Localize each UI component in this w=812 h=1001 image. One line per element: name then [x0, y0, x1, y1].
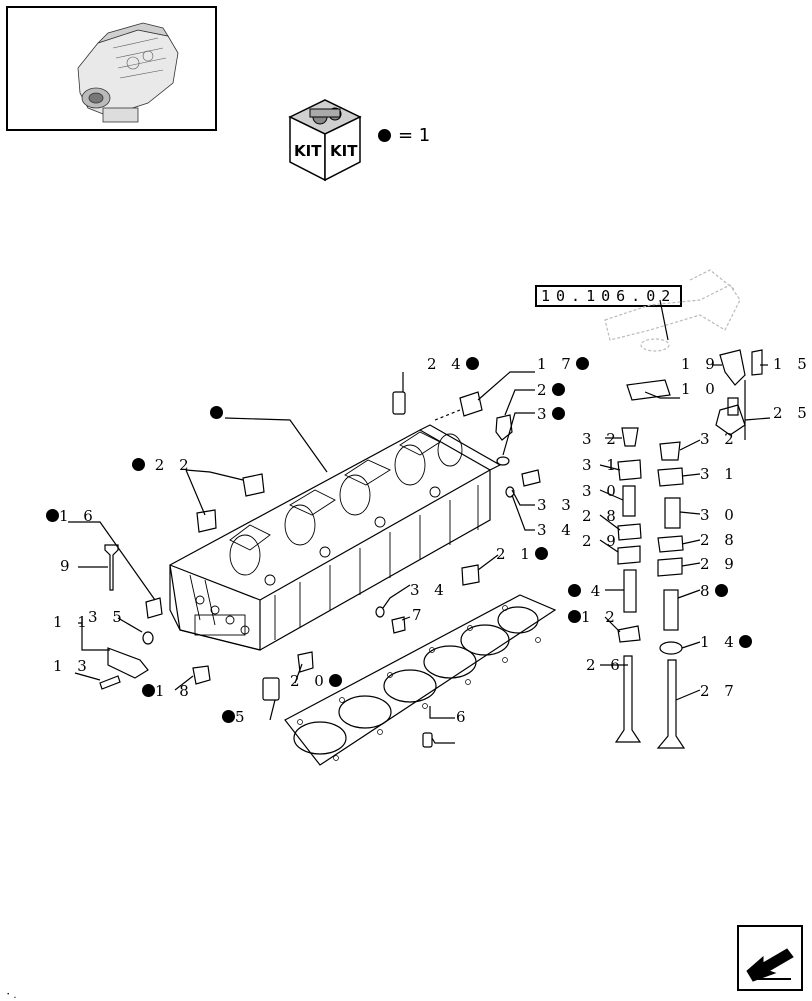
- callout-18-text: 1 8: [155, 682, 194, 700]
- callout-3-text: 3: [537, 405, 552, 423]
- callout-28-right[interactable]: 2 8: [700, 531, 739, 549]
- kit-bullet-icon: [142, 684, 155, 697]
- kit-bullet-icon: [714, 584, 728, 597]
- callout-29-right[interactable]: 2 9: [700, 555, 739, 573]
- callout-17-text: 1 7: [537, 355, 576, 373]
- callout-35[interactable]: 3 5: [88, 608, 127, 626]
- legend-equals: = 1: [398, 125, 431, 146]
- rocker-arm-ghost: [604, 269, 741, 352]
- next-page-button[interactable]: [737, 925, 803, 991]
- callout-32-left[interactable]: 3 2: [582, 430, 621, 448]
- callout-16-text: 1 6: [59, 507, 98, 525]
- callout-18[interactable]: 1 8: [142, 683, 194, 699]
- callout-15[interactable]: 1 5: [773, 355, 812, 373]
- callout-34-top[interactable]: 3 4: [537, 521, 576, 539]
- callout-20[interactable]: 2 0: [290, 673, 342, 689]
- callout-4[interactable]: 4: [568, 583, 605, 599]
- kit-bullet-icon: [328, 674, 342, 687]
- callout-14-text: 1 4: [700, 633, 739, 651]
- callout-31-right[interactable]: 3 1: [700, 465, 739, 483]
- callout-16[interactable]: 1 6: [46, 508, 98, 524]
- callout-29-left[interactable]: 2 9: [582, 532, 621, 550]
- engine-thumbnail[interactable]: [6, 6, 217, 131]
- cylinder-head: [169, 424, 502, 651]
- callout-12-text: 1 2: [581, 608, 620, 626]
- kit-label-right: KIT: [330, 142, 358, 160]
- callout-21-text: 2 1: [496, 545, 535, 563]
- kit-bullet-icon: [465, 357, 479, 370]
- footer-dots: ⠂.: [6, 990, 17, 1001]
- callout-33[interactable]: 3 3: [537, 496, 576, 514]
- leader-ref: [659, 299, 669, 341]
- callout-30-right[interactable]: 3 0: [700, 506, 739, 524]
- kit-cube-icon: KIT KIT: [288, 99, 362, 182]
- callout-34-bottom[interactable]: 3 4: [410, 581, 449, 599]
- kit-bullet-icon: [222, 710, 235, 723]
- callout-23[interactable]: 5: [222, 709, 250, 725]
- callout-11[interactable]: 1 1: [53, 613, 92, 631]
- kit-bullet-icon: [568, 584, 581, 597]
- callout-10[interactable]: 1 0: [681, 380, 720, 398]
- callout-2[interactable]: 2: [537, 382, 565, 398]
- callout-23-text: 5: [235, 708, 250, 726]
- kit-label-left: KIT: [294, 142, 322, 160]
- callout-9[interactable]: 9: [60, 557, 75, 575]
- arrow-left-down-icon: [746, 948, 794, 982]
- callout-17[interactable]: 1 7: [537, 356, 589, 372]
- kit-bullet-icon: [132, 458, 145, 471]
- callout-20-text: 2 0: [290, 672, 329, 690]
- kit-bullet-icon: [551, 383, 565, 396]
- callout-26[interactable]: 2 6: [586, 656, 625, 674]
- legend-text: = 1: [378, 125, 431, 146]
- callout-7[interactable]: 7: [412, 606, 427, 624]
- kit-bullet-icon: [210, 406, 223, 419]
- callout-28-left[interactable]: 2 8: [582, 507, 621, 525]
- head-gasket: [284, 594, 557, 766]
- reference-box[interactable]: 10.106.02: [535, 285, 683, 307]
- kit-bullet-icon: [551, 407, 565, 420]
- kit-bullet-icon: [738, 635, 752, 648]
- callout-27[interactable]: 2 7: [700, 682, 739, 700]
- engine-thumbnail-drawing: [77, 22, 179, 123]
- callout-4-text: 4: [590, 582, 606, 600]
- callout-8[interactable]: 8: [700, 583, 728, 599]
- callout-cylinder-head[interactable]: [210, 405, 223, 421]
- callout-8-text: 8: [700, 582, 715, 600]
- callout-2-text: 2: [537, 381, 552, 399]
- callout-5[interactable]: 6: [456, 708, 471, 726]
- callout-22[interactable]: 2 2: [132, 457, 194, 473]
- callout-31-left[interactable]: 3 1: [582, 456, 621, 474]
- callout-13[interactable]: 1 3: [53, 657, 92, 675]
- callout-32-right[interactable]: 3 2: [700, 430, 739, 448]
- callout-25[interactable]: 2 5: [773, 404, 812, 422]
- callout-14[interactable]: 1 4: [700, 634, 752, 650]
- kit-bullet-icon: [46, 509, 59, 522]
- callout-3[interactable]: 3: [537, 406, 565, 422]
- callout-19[interactable]: 1 9: [681, 355, 720, 373]
- callout-30-left[interactable]: 3 0: [582, 482, 621, 500]
- kit-bullet-icon: [575, 357, 589, 370]
- callout-24-text: 2 4: [427, 355, 466, 373]
- callout-22-text: 2 2: [154, 456, 194, 474]
- legend-bullet-icon: [378, 129, 391, 142]
- callout-24[interactable]: 2 4: [427, 356, 479, 372]
- kit-bullet-icon: [568, 610, 581, 623]
- callout-12[interactable]: 1 2: [568, 609, 620, 625]
- callout-21[interactable]: 2 1: [496, 546, 548, 562]
- kit-bullet-icon: [534, 547, 548, 560]
